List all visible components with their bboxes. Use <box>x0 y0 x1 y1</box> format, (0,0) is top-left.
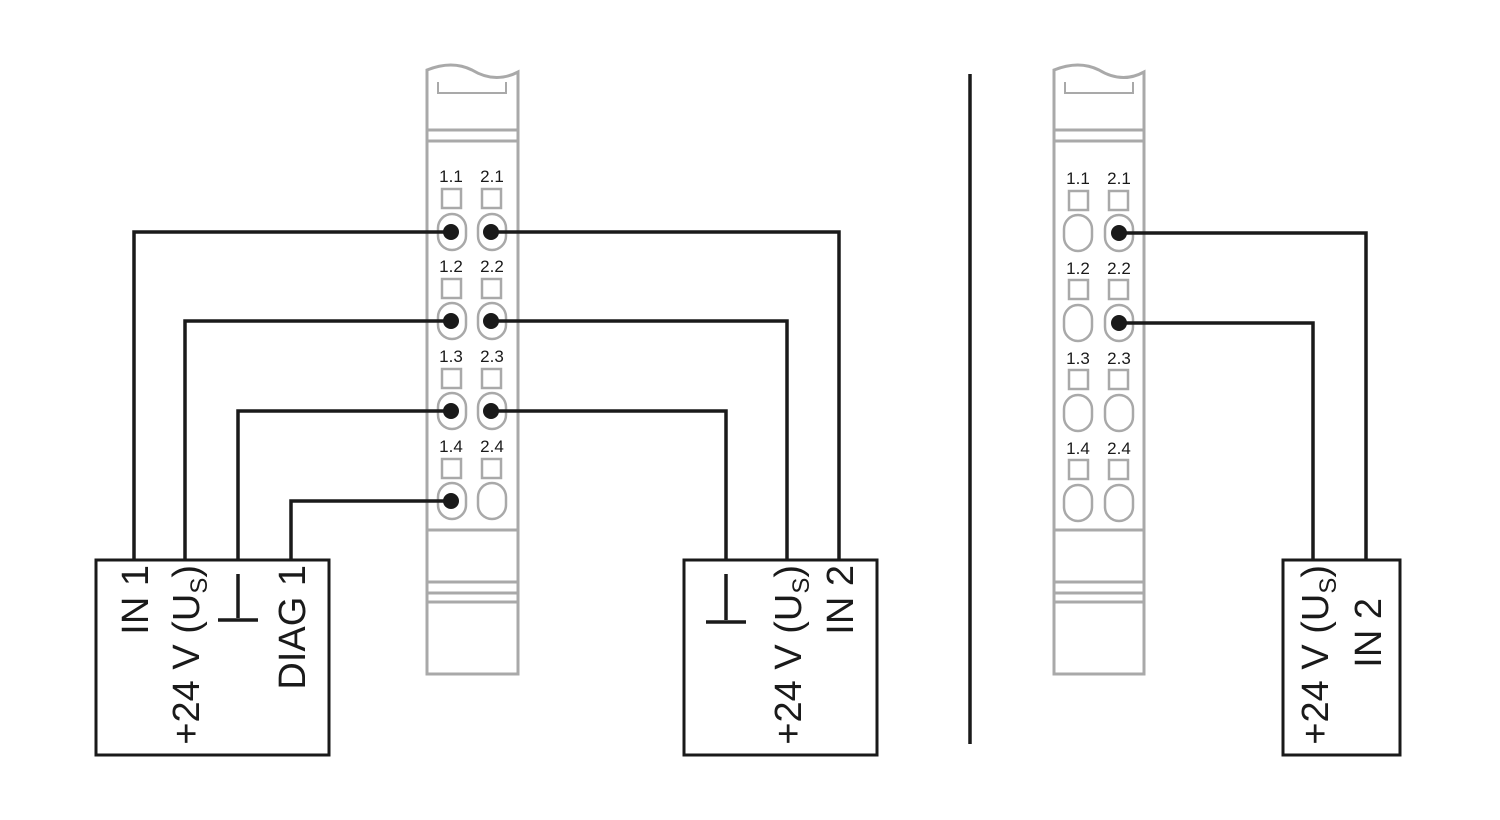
led-1-1 <box>1067 189 1090 212</box>
led-1-2 <box>440 277 463 300</box>
socket-1-4 <box>1062 483 1094 523</box>
led-1-2 <box>1067 278 1090 301</box>
wire-dot <box>443 313 459 329</box>
wire-dot <box>483 313 499 329</box>
terminal-in2-label: IN 2 <box>1348 598 1390 668</box>
terminal-24v-label: +24 V (US) <box>1295 565 1342 745</box>
ground-icon <box>706 574 746 624</box>
wiring-left <box>132 224 841 560</box>
led-2-3 <box>1107 368 1130 391</box>
wiring-right <box>1111 225 1368 560</box>
wire-dot <box>443 224 459 240</box>
io-module-right: 1.1 2.1 1.2 2.2 1.3 2.3 1.4 2.4 <box>1052 63 1146 676</box>
wire-24v-right <box>1119 321 1315 560</box>
slot-label-1-1: 1.1 <box>439 167 463 186</box>
led-1-4 <box>1067 458 1090 481</box>
slot-label-1-4: 1.4 <box>1066 439 1090 458</box>
wire-dot <box>483 403 499 419</box>
slot-label-2-1: 2.1 <box>1107 169 1131 188</box>
terminal-24v-label: +24 V (US) <box>166 565 213 745</box>
wire-in1 <box>132 230 451 560</box>
socket-2-4 <box>476 481 508 521</box>
wire-dot <box>1111 225 1127 241</box>
wire-diag1 <box>289 499 451 560</box>
led-2-3 <box>480 367 503 390</box>
wire-dot <box>1111 315 1127 331</box>
led-2-2 <box>480 277 503 300</box>
wire-dot <box>443 403 459 419</box>
device-middle: +24 V (US) IN 2 <box>682 558 879 757</box>
slot-label-2-2: 2.2 <box>480 257 504 276</box>
slot-label-2-2: 2.2 <box>1107 259 1131 278</box>
led-2-4 <box>1107 458 1130 481</box>
wire-24v-middle <box>491 319 789 560</box>
slot-label-2-4: 2.4 <box>480 437 504 456</box>
terminal-in1-label: IN 1 <box>115 565 157 635</box>
led-2-2 <box>1107 278 1130 301</box>
led-1-3 <box>440 367 463 390</box>
device-left: IN 1 +24 V (US) DIAG 1 <box>94 558 331 757</box>
io-module-left: 1.1 2.1 1.2 2.2 1.3 2.3 1.4 2.4 <box>425 63 520 676</box>
slot-label-2-1: 2.1 <box>480 167 504 186</box>
device-right: +24 V (US) IN 2 <box>1281 558 1402 757</box>
wire-gnd-left <box>236 409 451 560</box>
slot-label-1-1: 1.1 <box>1066 169 1090 188</box>
wire-dot <box>483 224 499 240</box>
terminal-in2-label: IN 2 <box>820 565 862 635</box>
wire-dot <box>443 493 459 509</box>
socket-1-3 <box>1062 393 1094 433</box>
wire-gnd-middle <box>491 409 728 560</box>
slot-label-2-3: 2.3 <box>1107 349 1131 368</box>
ground-icon <box>218 574 258 622</box>
slot-label-1-4: 1.4 <box>439 437 463 456</box>
socket-1-2 <box>1062 303 1094 343</box>
slot-label-1-2: 1.2 <box>439 257 463 276</box>
socket-2-4 <box>1103 483 1135 523</box>
led-1-3 <box>1067 368 1090 391</box>
socket-2-3 <box>1103 393 1135 433</box>
slot-label-1-2: 1.2 <box>1066 259 1090 278</box>
wire-24v-left <box>183 319 451 560</box>
socket-1-1 <box>1062 213 1094 253</box>
wire-in2-right <box>1119 231 1368 560</box>
slot-label-1-3: 1.3 <box>1066 349 1090 368</box>
led-2-4 <box>480 457 503 480</box>
terminal-24v-label: +24 V (US) <box>768 565 815 745</box>
slot-label-2-3: 2.3 <box>480 347 504 366</box>
led-2-1 <box>1107 189 1130 212</box>
wire-in2 <box>491 230 841 560</box>
led-2-1 <box>480 187 503 210</box>
terminal-diag1-label: DIAG 1 <box>272 565 314 690</box>
slot-label-1-3: 1.3 <box>439 347 463 366</box>
led-1-4 <box>440 457 463 480</box>
slot-label-2-4: 2.4 <box>1107 439 1131 458</box>
led-1-1 <box>440 187 463 210</box>
